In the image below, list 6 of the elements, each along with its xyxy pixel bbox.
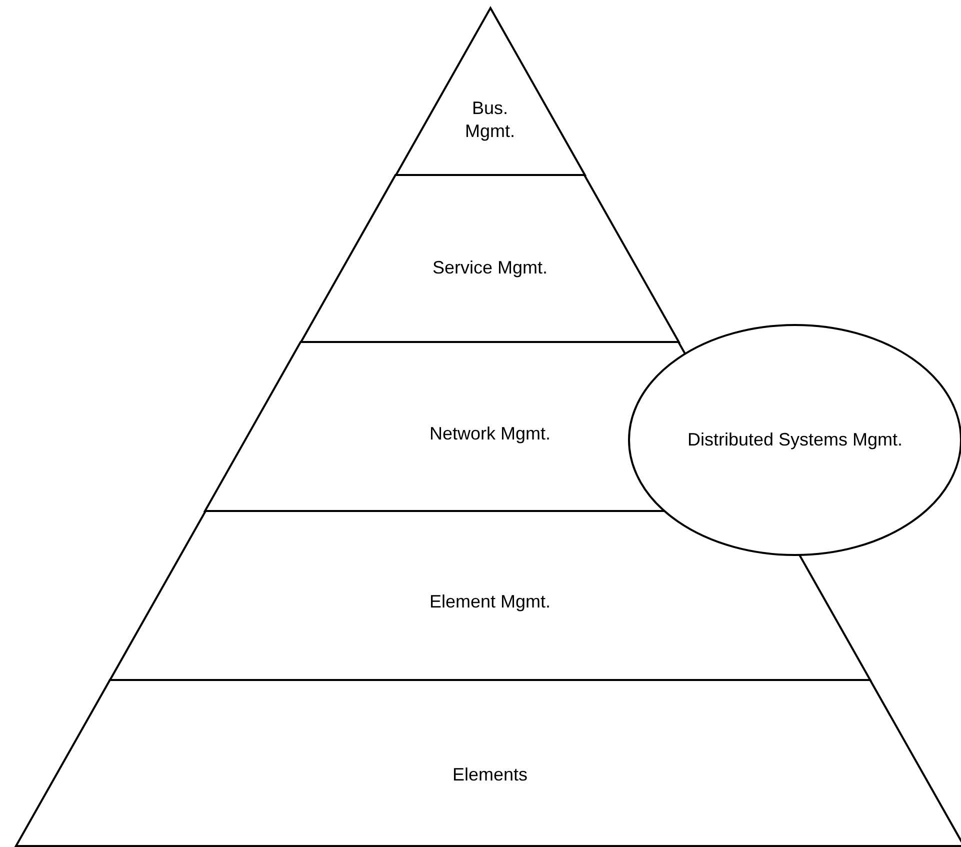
tier-label: Element Mgmt. <box>428 590 552 614</box>
tier-label: Bus. Mgmt. <box>464 97 516 143</box>
tier-label: Network Mgmt. <box>428 422 552 446</box>
tier-label: Distributed Systems Mgmt. <box>686 428 904 452</box>
tier-label: Elements <box>451 764 529 786</box>
tier-label: Service Mgmt. <box>431 256 548 280</box>
